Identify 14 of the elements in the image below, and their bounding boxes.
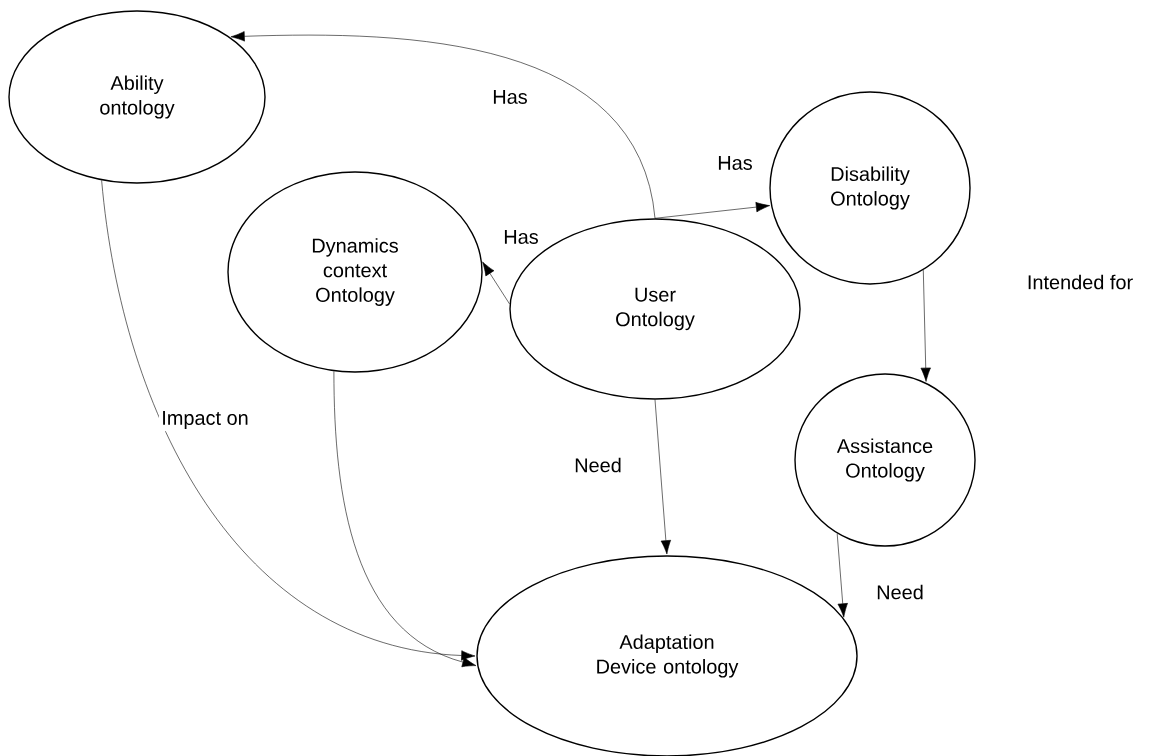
edge-label: Impact on xyxy=(158,408,252,432)
arrow xyxy=(333,371,477,668)
arrow xyxy=(230,31,656,219)
edge-label: Has xyxy=(714,153,756,173)
relation-label: Intended for xyxy=(1028,274,1133,290)
edge-label: Has xyxy=(489,87,531,107)
arrow xyxy=(482,261,510,305)
edge-label: Need xyxy=(571,455,625,475)
arrow xyxy=(920,269,931,382)
arrow xyxy=(654,399,671,555)
arrow xyxy=(654,202,770,219)
edge-label: Need xyxy=(873,582,927,602)
arrow xyxy=(101,180,476,661)
arrow xyxy=(836,533,848,618)
